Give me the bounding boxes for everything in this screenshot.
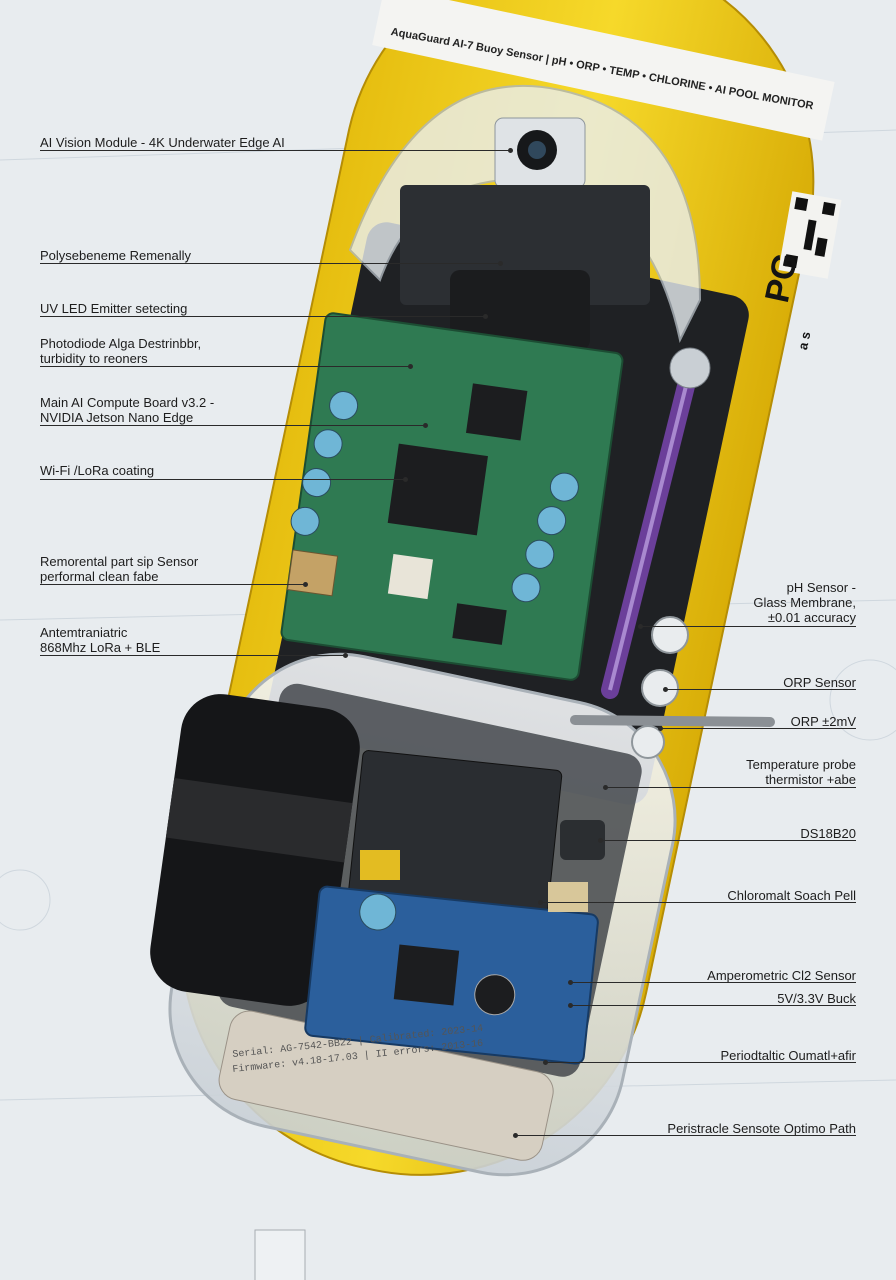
leader-line-peristaltic-path [515, 1135, 856, 1136]
callout-orp-mv-text: ORP ±2mV [790, 714, 856, 729]
leader-dot-wifi-lora [403, 477, 408, 482]
leader-dot-peristaltic-path [513, 1133, 518, 1138]
leader-dot-remorental [303, 582, 308, 587]
leader-line-remorental [40, 584, 305, 585]
chlorine-cell [548, 882, 588, 912]
callout-ai-vision: AI Vision Module - 4K Underwater Edge AI [40, 135, 285, 150]
uv-led-housing [450, 270, 590, 350]
leader-line-antenna [40, 655, 345, 656]
callout-ph-sensor-text: ±0.01 accuracy [767, 610, 856, 625]
leader-line-main-board [40, 425, 425, 426]
callout-antenna-text: Antemtraniatric [40, 625, 128, 640]
callout-ph-sensor: pH Sensor -Glass Membrane,±0.01 accuracy [753, 580, 856, 625]
leader-dot-chloromalt [538, 900, 543, 905]
callout-ds18b20-text: DS18B20 [800, 826, 856, 841]
callout-polysebeneme: Polysebeneme Remenally [40, 248, 191, 263]
leader-line-photodiode [40, 366, 410, 367]
callout-temp-probe-text: thermistor +abe [765, 772, 856, 787]
callout-polysebeneme-text: Polysebeneme Remenally [40, 248, 192, 263]
callout-main-board-text: Main AI Compute Board v3.2 - [40, 395, 215, 410]
leader-dot-main-board [423, 423, 428, 428]
temperature-rod [570, 715, 775, 727]
callout-buck: 5V/3.3V Buck [777, 991, 856, 1006]
callout-antenna-text: 868Mhz LoRa + BLE [40, 640, 161, 655]
callout-periodtaltic: Periodtaltic Oumatl+afir [721, 1048, 856, 1063]
qr-code [778, 191, 842, 279]
battery-cell [150, 694, 360, 1006]
callout-orp-sensor: ORP Sensor [783, 675, 856, 690]
callout-chloromalt: Chloromalt Soach Pell [727, 888, 856, 903]
outlet-tube [254, 1229, 306, 1280]
callout-main-board: Main AI Compute Board v3.2 -NVIDIA Jetso… [40, 395, 214, 425]
leader-line-wifi-lora [40, 479, 405, 480]
leader-dot-ai-vision [508, 148, 513, 153]
callout-remorental-text: Remorental part sip Sensor [40, 554, 199, 569]
callout-temp-probe-text: Temperature probe [746, 757, 856, 772]
leader-dot-photodiode [408, 364, 413, 369]
leader-line-polysebeneme [40, 263, 500, 264]
yellow-capacitor [360, 850, 400, 880]
leader-dot-polysebeneme [498, 261, 503, 266]
leader-line-uv-led [40, 316, 485, 317]
callout-ai-vision-text: AI Vision Module - 4K Underwater Edge AI [40, 135, 285, 150]
leader-line-ds18b20 [600, 840, 856, 841]
leader-dot-antenna [343, 653, 348, 658]
callout-ph-sensor-text: Glass Membrane, [753, 595, 856, 610]
leader-dot-ds18b20 [598, 838, 603, 843]
callout-photodiode-text: turbidity to reoners [40, 351, 148, 366]
leader-line-cl2-sensor [570, 982, 856, 983]
leader-line-orp-mv [660, 728, 856, 729]
callout-wifi-lora-text: Wi-Fi /LoRa coating [40, 463, 155, 478]
leader-line-periodtaltic [545, 1062, 856, 1063]
leader-dot-temp-probe [603, 785, 608, 790]
callout-cl2-sensor-text: Amperometric Cl2 Sensor [707, 968, 856, 983]
callout-chloromalt-text: Chloromalt Soach Pell [727, 888, 856, 903]
leader-line-ai-vision [40, 150, 510, 151]
leader-line-ph-sensor [640, 626, 856, 627]
clear-dome [348, 85, 702, 343]
callout-peristaltic-path: Peristracle Sensote Optimo Path [667, 1121, 856, 1136]
leader-dot-orp-mv [658, 726, 663, 731]
main-compute-board [280, 312, 624, 681]
callout-photodiode-text: Photodiode Alga Destrinbbr, [40, 336, 202, 351]
callout-photodiode: Photodiode Alga Destrinbbr,turbidity to … [40, 336, 201, 366]
callout-wifi-lora: Wi-Fi /LoRa coating [40, 463, 154, 478]
leader-line-orp-sensor [665, 689, 856, 690]
leader-line-temp-probe [605, 787, 856, 788]
leader-line-buck [570, 1005, 856, 1006]
leader-dot-periodtaltic [543, 1060, 548, 1065]
leader-dot-ph-sensor [638, 624, 643, 629]
callout-periodtaltic-text: Periodtaltic Oumatl+afir [720, 1048, 856, 1063]
camera-module [494, 117, 586, 189]
callout-orp-mv: ORP ±2mV [791, 714, 856, 729]
callout-orp-sensor-text: ORP Sensor [783, 675, 856, 690]
callout-peristaltic-path-text: Peristracle Sensote Optimo Path [667, 1121, 856, 1136]
callout-main-board-text: NVIDIA Jetson Nano Edge [40, 410, 194, 425]
leader-dot-orp-sensor [663, 687, 668, 692]
callout-ds18b20: DS18B20 [800, 826, 856, 841]
callout-uv-led: UV LED Emitter setecting [40, 301, 187, 316]
leader-line-chloromalt [540, 902, 856, 903]
callout-remorental-text: performal clean fabe [40, 569, 159, 584]
leader-dot-buck [568, 1003, 573, 1008]
callout-cl2-sensor: Amperometric Cl2 Sensor [707, 968, 856, 983]
leader-dot-cl2-sensor [568, 980, 573, 985]
leader-dot-uv-led [483, 314, 488, 319]
callout-ph-sensor-text: pH Sensor - [786, 580, 856, 595]
power-board [304, 885, 599, 1065]
ds18b20-package [560, 820, 605, 860]
callout-buck-text: 5V/3.3V Buck [777, 991, 856, 1006]
ph-probe [601, 347, 711, 699]
callout-uv-led-text: UV LED Emitter setecting [40, 301, 188, 316]
